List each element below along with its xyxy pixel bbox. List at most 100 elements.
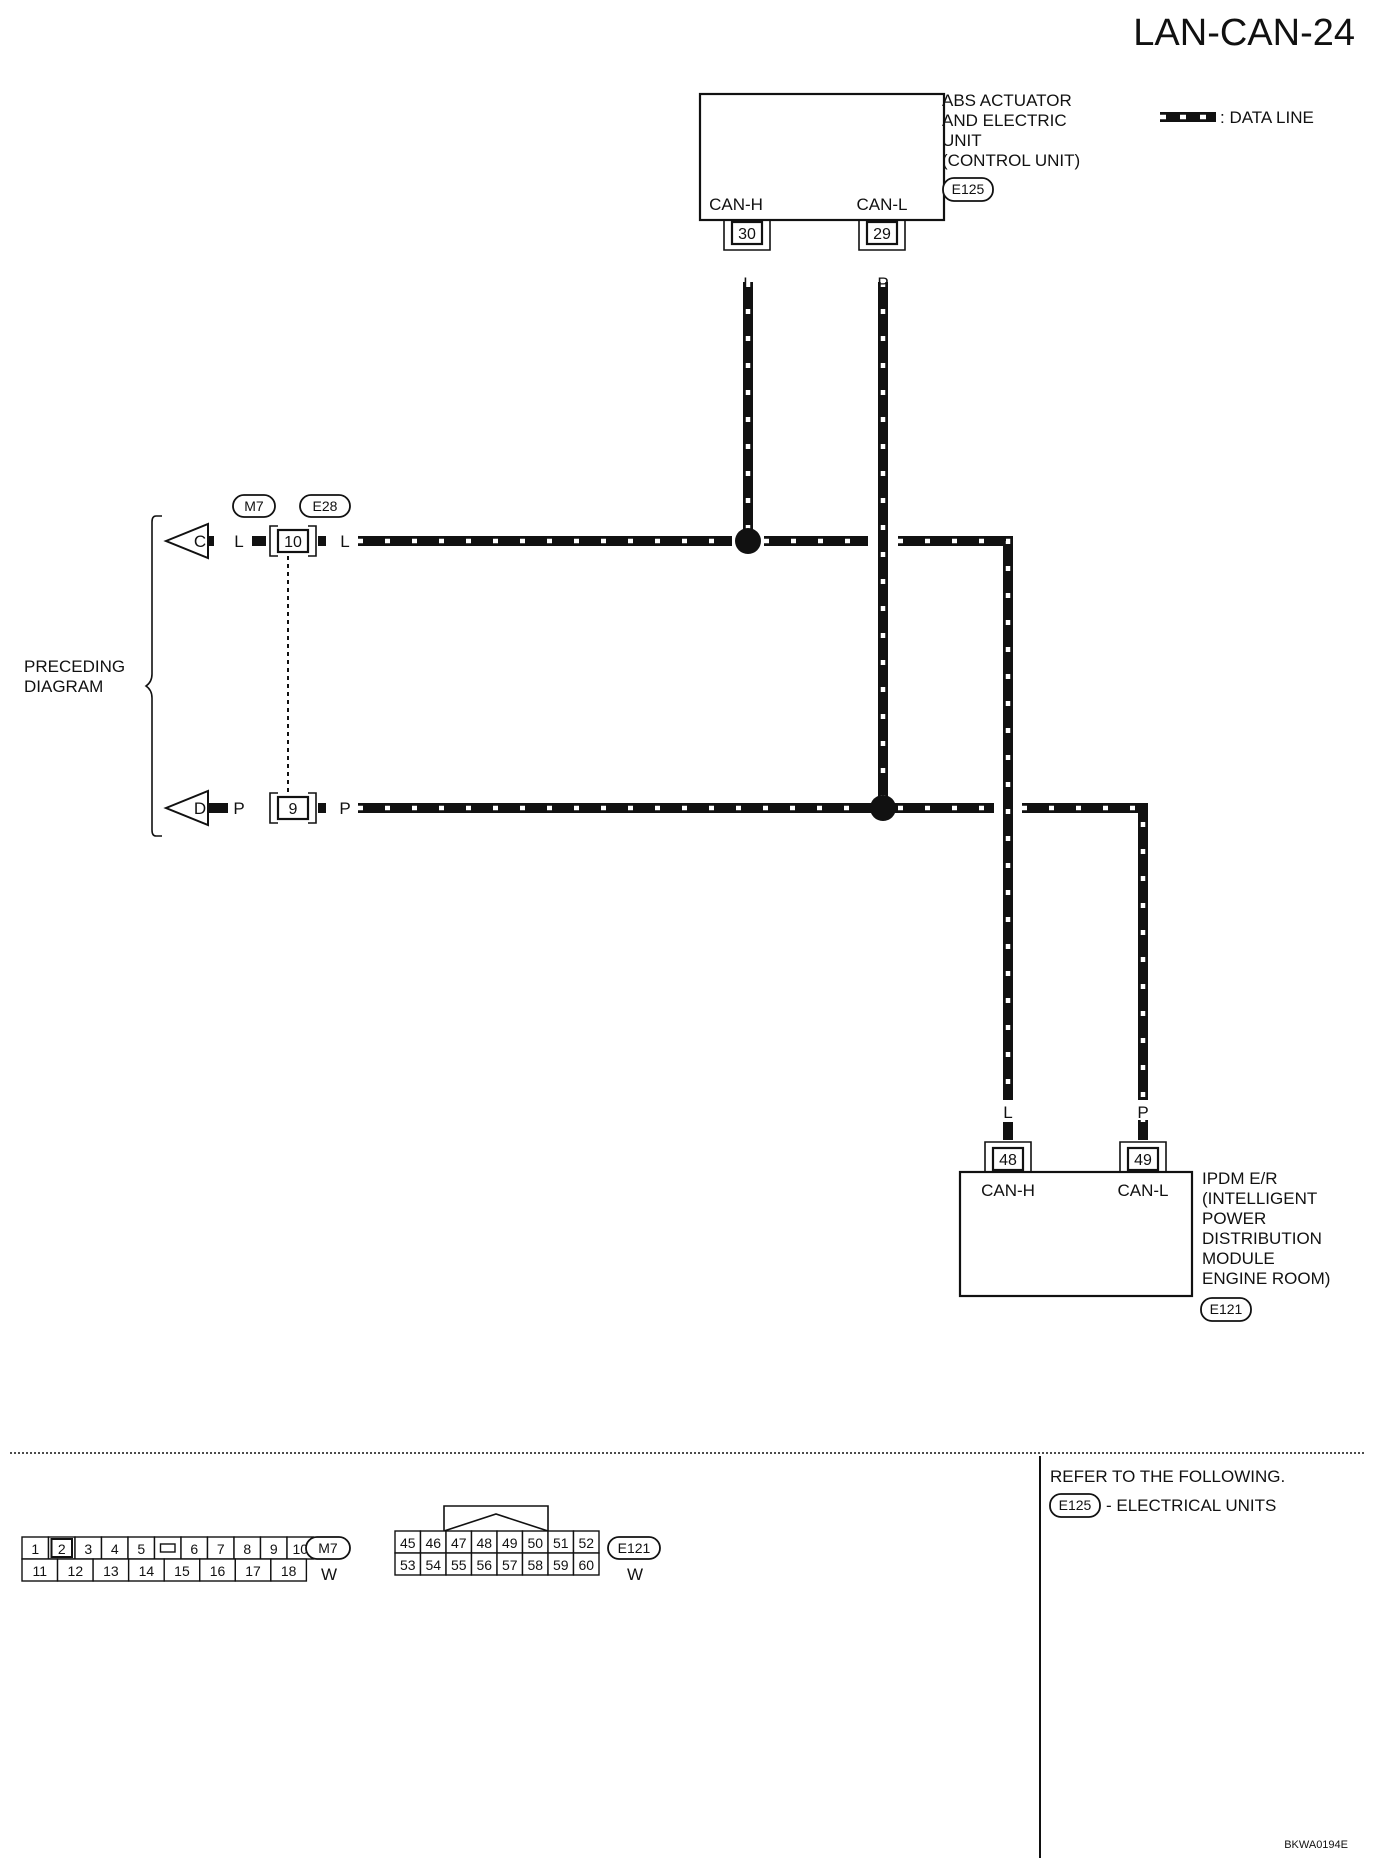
connector-pin-number: 49 — [502, 1535, 518, 1551]
ipdm-unit: CAN-H CAN-L IPDM E/R (INTELLIGENT POWER … — [958, 1169, 1330, 1322]
connector-pin-number: 17 — [245, 1563, 261, 1579]
connector-pin-number: 59 — [553, 1557, 569, 1573]
abs-wire-h-color: L — [743, 274, 752, 293]
connector-e121-id: E121 — [618, 1540, 651, 1556]
connector-highlight-mark — [50, 1538, 73, 1558]
junction-connector: M7 E28 10 9 — [232, 494, 351, 824]
abs-unit-name-line3: UNIT — [942, 131, 982, 150]
junction-e28-id: E28 — [313, 498, 338, 514]
ipdm-name-line6: ENGINE ROOM) — [1202, 1269, 1330, 1288]
connector-m7-color: W — [321, 1565, 337, 1584]
refer-connector-badge — [1049, 1493, 1101, 1518]
ipdm-name-line2: (INTELLIGENT — [1202, 1189, 1317, 1208]
connector-pin-number: 15 — [174, 1563, 190, 1579]
ipdm-name-line1: IPDM E/R — [1202, 1169, 1278, 1188]
abs-connector-badge — [942, 177, 994, 202]
connector-pin-number: 13 — [103, 1563, 119, 1579]
offpage-arrow-c-label: C — [194, 532, 206, 551]
offpage-arrow-c: C — [163, 522, 209, 560]
connector-pin-number: 57 — [502, 1557, 518, 1573]
ipdm-wire-h-color: L — [1003, 1103, 1012, 1122]
junction-wire-h-color-left: L — [234, 532, 243, 551]
connector-pin-number: 46 — [425, 1535, 441, 1551]
connector-pin-number: 2 — [58, 1541, 66, 1557]
connector-pin-number: 47 — [451, 1535, 467, 1551]
can-l-splice-dot — [870, 795, 896, 821]
abs-connector-id: E125 — [952, 181, 985, 197]
connector-cavity — [572, 1552, 600, 1576]
abs-wire-l-color: P — [877, 274, 888, 293]
offpage-arrow-d: D — [163, 789, 209, 827]
junction-wire-l-color-left: P — [233, 799, 244, 818]
connector-pin-number: 18 — [281, 1563, 297, 1579]
connector-pin-number: 58 — [527, 1557, 543, 1573]
refer-text: REFER TO THE FOLLOWING. — [1050, 1467, 1285, 1486]
connector-e121-badge — [607, 1536, 661, 1560]
ipdm-name-line3: POWER — [1202, 1209, 1266, 1228]
legend-data-line-label: : DATA LINE — [1220, 108, 1314, 127]
footer-code: BKWA0194E — [1284, 1839, 1348, 1851]
ipdm-can-l-label: CAN-L — [1117, 1181, 1168, 1200]
connector-e121-color: W — [627, 1565, 643, 1584]
connector-pin-number: 51 — [553, 1535, 569, 1551]
connector-pin-number: 7 — [217, 1541, 225, 1557]
ipdm-connector-id: E121 — [1210, 1301, 1243, 1317]
connector-pin-number: 55 — [451, 1557, 467, 1573]
abs-actuator-unit: CAN-H CAN-L ABS ACTUATOR AND ELECTRIC UN… — [698, 91, 1080, 222]
abs-pin-29: 29 — [858, 220, 906, 251]
connector-pin-number: 9 — [270, 1541, 278, 1557]
connector-pin-number: 11 — [33, 1563, 48, 1579]
connector-pin-number: 52 — [578, 1535, 594, 1551]
connector-pin-number: 60 — [578, 1557, 594, 1573]
junction-m7-badge — [232, 494, 276, 518]
ipdm-pin-48: 48 — [984, 1141, 1032, 1172]
preceding-line2: DIAGRAM — [24, 677, 103, 696]
junction-m7-id: M7 — [244, 498, 264, 514]
legend: : DATA LINE — [1160, 108, 1314, 127]
connector-pin-number: 1 — [31, 1541, 39, 1557]
connector-m7-id: M7 — [318, 1540, 338, 1556]
ipdm-pin-48-number: 48 — [999, 1152, 1017, 1169]
connector-pin-number: 5 — [137, 1541, 145, 1557]
connector-pin-number: 48 — [476, 1535, 492, 1551]
connector-pin-number: 56 — [476, 1557, 492, 1573]
abs-unit-name-line2: AND ELECTRIC — [942, 111, 1067, 130]
ipdm-pin-49-number: 49 — [1134, 1152, 1152, 1169]
can-h-splice-dot — [735, 528, 761, 554]
connector-pin-number: 12 — [68, 1563, 84, 1579]
connector-pin-number: 4 — [111, 1541, 119, 1557]
junction-wire-h-color-right: L — [340, 532, 349, 551]
connector-e121-latch — [443, 1505, 549, 1531]
junction-pin-9-number: 9 — [289, 801, 298, 818]
connector-pin-number: 14 — [139, 1563, 155, 1579]
ipdm-name-line5: MODULE — [1202, 1249, 1275, 1268]
ipdm-connector-badge — [1200, 1297, 1252, 1322]
connector-pin-number: 45 — [400, 1535, 416, 1551]
refer-note: - ELECTRICAL UNITS — [1106, 1496, 1276, 1515]
ipdm-unit-box — [958, 1170, 1194, 1298]
connector-pin-number: 16 — [210, 1563, 226, 1579]
junction-pin-10-number: 10 — [284, 534, 302, 551]
connector-pin-number: 8 — [243, 1541, 251, 1557]
junction-wire-l-color-right: P — [339, 799, 350, 818]
ipdm-wire-l-color: P — [1137, 1103, 1148, 1122]
abs-unit-box — [698, 92, 946, 222]
abs-unit-name-line1: ABS ACTUATOR — [942, 91, 1072, 110]
connector-pin-number: 10 — [292, 1541, 308, 1557]
page-title: LAN-CAN-24 — [1133, 12, 1355, 54]
offpage-arrow-d-label: D — [194, 799, 206, 818]
abs-can-l-label: CAN-L — [856, 195, 907, 214]
preceding-line1: PRECEDING — [24, 657, 125, 676]
connector-pin-number: 3 — [84, 1541, 92, 1557]
connector-pin-number: 53 — [400, 1557, 416, 1573]
connector-m7-badge — [305, 1536, 351, 1560]
ipdm-can-h-label: CAN-H — [981, 1181, 1035, 1200]
abs-unit-name-line4: (CONTROL UNIT) — [942, 151, 1080, 170]
abs-can-h-label: CAN-H — [709, 195, 763, 214]
abs-pin-30-number: 30 — [738, 226, 756, 243]
connector-pin-number: 54 — [425, 1557, 441, 1573]
abs-pin-29-number: 29 — [873, 226, 891, 243]
